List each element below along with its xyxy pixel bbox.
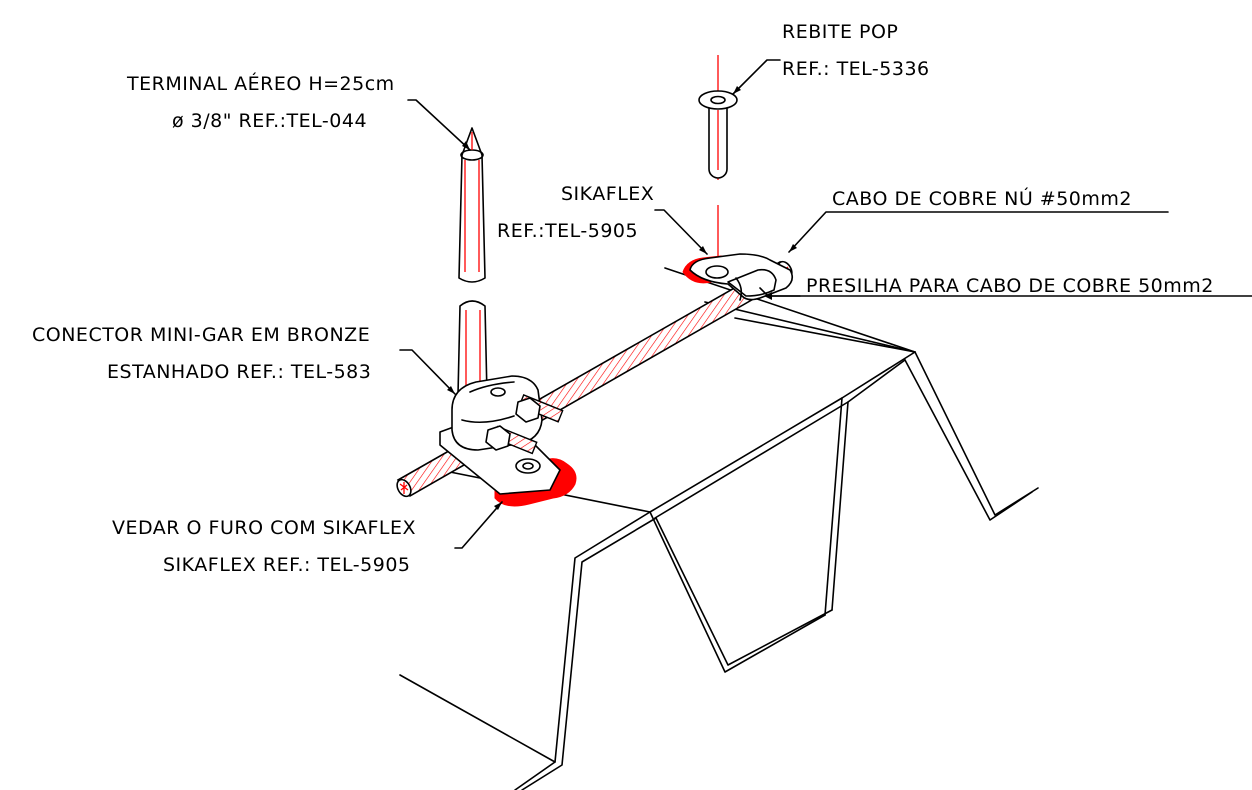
annotations: TERMINAL AÉREO H=25cm ø 3/8" REF.:TEL-04…: [32, 21, 1214, 576]
sikaflex-label-line1: SIKAFLEX: [561, 183, 654, 205]
roof-sheet: [399, 267, 1039, 790]
sikaflex-label-line2: REF.:TEL-5905: [497, 220, 638, 242]
leader-lines: [399, 59, 1252, 549]
mini-gar-connector: [439, 375, 564, 495]
seal-label-line2: SIKAFLEX REF.: TEL-5905: [163, 554, 411, 576]
clip-label: PRESILHA PARA CABO DE COBRE 50mm2: [806, 275, 1214, 297]
terminal-label-line2: ø 3/8" REF.:TEL-044: [172, 110, 367, 132]
connector-label-line2: ESTANHADO REF.: TEL-583: [107, 361, 371, 383]
copper-cable: [396, 260, 793, 498]
cable-label: CABO DE COBRE NÚ #50mm2: [832, 186, 1132, 210]
rivet-label-line2: REF.: TEL-5336: [782, 58, 930, 80]
rivet-label-line1: REBITE POP: [782, 21, 898, 43]
cable-clip: [682, 253, 794, 301]
connector-label-line1: CONECTOR MINI-GAR EM BRONZE: [32, 324, 370, 346]
rivet-pop: [698, 55, 738, 262]
air-terminal: [457, 127, 488, 396]
terminal-label-line1: TERMINAL AÉREO H=25cm: [126, 72, 395, 95]
seal-label-line1: VEDAR O FURO COM SIKAFLEX: [112, 517, 416, 539]
